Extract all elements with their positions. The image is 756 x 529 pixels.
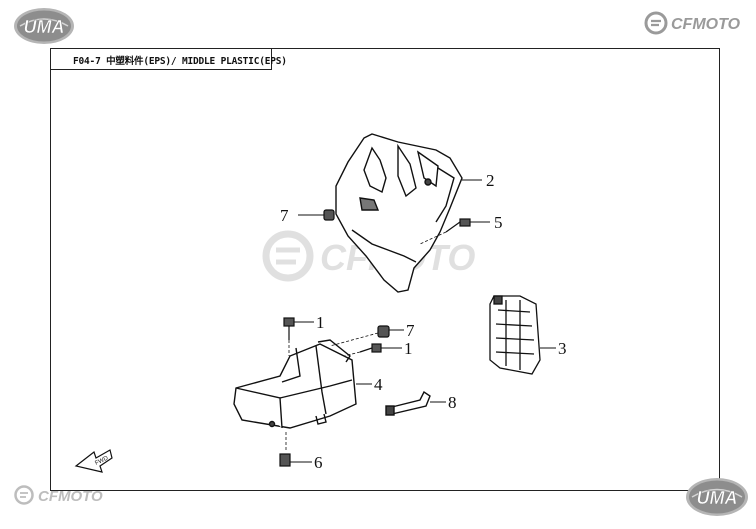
callout-7-lower: 7: [406, 321, 415, 340]
cfmoto-logo-bottom-left: CFMOTO: [14, 485, 103, 505]
cfmoto-logo-top-right: CFMOTO: [644, 11, 741, 35]
cfmoto-logo-bottom-text: CFMOTO: [38, 488, 103, 505]
part-6-clip: [279, 453, 291, 467]
callout-7-upper: 7: [280, 206, 289, 225]
cfmoto-logo-text: CFMOTO: [671, 16, 741, 33]
uma-logo-text: UMA: [24, 17, 65, 37]
part-7-nut-lower: [377, 325, 390, 338]
part-3-grille: [489, 295, 541, 375]
svg-text:FWD: FWD: [94, 455, 110, 466]
part-5-screw: [445, 218, 471, 233]
dashed-7-lower: [329, 332, 379, 347]
part-2-middle-cover: [335, 133, 463, 293]
callout-4: 4: [374, 375, 383, 394]
diagram-title: F04-7 中塑料件(EPS)/ MIDDLE PLASTIC(EPS): [73, 56, 287, 67]
callout-5: 5: [494, 213, 503, 232]
part-4-duct-housing: [233, 339, 357, 429]
callout-1-lower: 1: [404, 339, 413, 358]
part-1-bolt-upper: [283, 317, 295, 340]
part-1-bolt-lower: [359, 343, 382, 353]
callout-1-upper: 1: [316, 313, 325, 332]
title-box: F04-7 中塑料件(EPS)/ MIDDLE PLASTIC(EPS): [50, 48, 287, 70]
part-7-nut-upper: [323, 209, 335, 221]
uma-logo-top-left: UMA: [14, 8, 74, 44]
drawing-frame: [50, 48, 720, 491]
part-8-bracket: [385, 390, 431, 416]
front-direction-arrow-icon: FWD: [74, 449, 113, 473]
callout-3: 3: [558, 339, 567, 358]
callout-2: 2: [486, 171, 495, 190]
uma-logo-bottom-text: UMA: [697, 488, 738, 508]
callout-8: 8: [448, 393, 457, 412]
uma-logo-bottom-right: UMA: [686, 478, 748, 516]
callout-6: 6: [314, 453, 323, 472]
